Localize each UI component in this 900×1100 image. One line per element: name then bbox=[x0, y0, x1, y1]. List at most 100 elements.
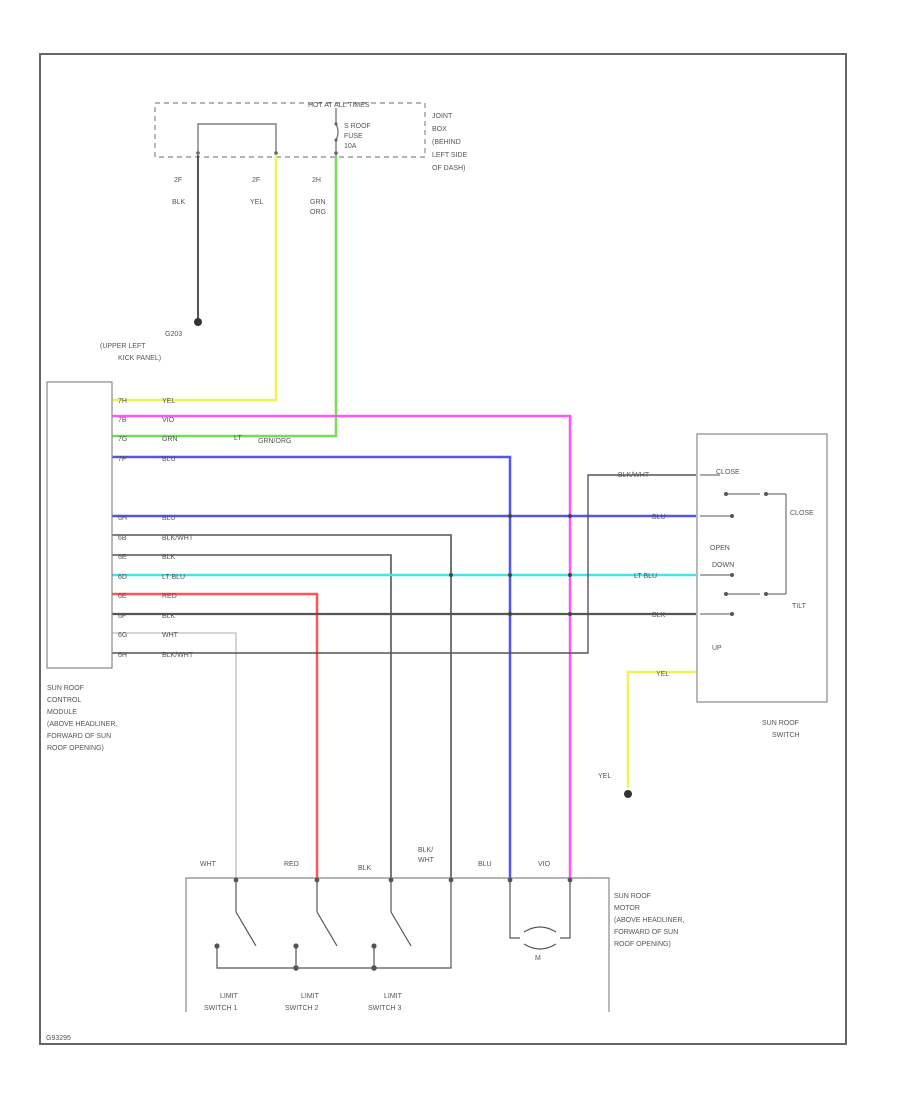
top-wire-left-color: BLK bbox=[172, 199, 186, 206]
module-pin-10-color: WHT bbox=[162, 632, 179, 639]
switch-label-2: SWITCH bbox=[772, 732, 800, 739]
module-pin-10: 6G bbox=[118, 632, 127, 639]
grn-splice-color: GRN/ORG bbox=[258, 438, 291, 445]
module-pin-5-color: BLK/WHT bbox=[162, 535, 194, 542]
limit-switch-2-line1: LIMIT bbox=[301, 993, 320, 1000]
ground-g203-icon bbox=[194, 318, 202, 326]
fuse-box-header: HOT AT ALL TIMES bbox=[308, 102, 370, 109]
limit-switch-1-line1: LIMIT bbox=[220, 993, 239, 1000]
ground-yel-icon bbox=[624, 790, 632, 798]
svg-text:MODULE: MODULE bbox=[47, 709, 77, 716]
module-pin-1: 7B bbox=[118, 417, 127, 424]
motor-label-5: ROOF OPENING) bbox=[614, 941, 671, 948]
wire-blk-limit3 bbox=[112, 554, 392, 878]
module-pin-5: 6B bbox=[118, 535, 127, 542]
fuse-pin-left: 2F bbox=[174, 177, 182, 184]
svg-text:CONTROL: CONTROL bbox=[47, 697, 81, 704]
svg-text:SUN ROOF: SUN ROOF bbox=[47, 685, 84, 692]
motor-wire-blu: BLU bbox=[478, 861, 492, 868]
motor-assembly: WHT RED BLK BLK/ WHT BLU VIO M LIMIT SWI… bbox=[185, 847, 684, 1012]
switch-wire-blu: BLU bbox=[652, 514, 666, 521]
fuse-desc-4: LEFT SIDE bbox=[432, 152, 468, 159]
top-wire-right-color-1: GRN bbox=[310, 199, 326, 206]
switch-wire-yel: YEL bbox=[656, 671, 669, 678]
sun-roof-switch: BLK/WHT BLU LT BLU BLK YEL CLOSE OPEN DO… bbox=[618, 433, 828, 739]
ground-g203-loc-1: (UPPER LEFT bbox=[100, 343, 146, 350]
motor-label-3: (ABOVE HEADLINER, bbox=[614, 917, 684, 924]
ground-g203-loc-2: KICK PANEL) bbox=[118, 355, 161, 362]
module-pin-2: 7G bbox=[118, 436, 127, 443]
wire-blkwht-switch bbox=[112, 474, 696, 654]
fuse-label: FUSE bbox=[344, 133, 363, 140]
module-pin-9: 6F bbox=[118, 613, 126, 620]
motor-wire-blkwht-2: WHT bbox=[418, 857, 435, 864]
limit-switch-2-line2: SWITCH 2 bbox=[285, 1005, 319, 1012]
switch-pos-close-right: CLOSE bbox=[790, 510, 814, 517]
switch-pos-up: UP bbox=[712, 645, 722, 652]
module-pin-4: 6H bbox=[118, 515, 127, 522]
limit-switch-1-line2: SWITCH 1 bbox=[204, 1005, 238, 1012]
motor-wire-blk: BLK bbox=[358, 865, 372, 872]
fuse-name: S ROOF bbox=[344, 123, 371, 130]
module-pin-6-color: BLK bbox=[162, 554, 176, 561]
switch-wire-blk: BLK bbox=[652, 612, 666, 619]
motor-label-1: SUN ROOF bbox=[614, 893, 651, 900]
module-pin-3-color: BLU bbox=[162, 456, 176, 463]
motor-symbol: M bbox=[535, 955, 541, 962]
wire-wht-limit1 bbox=[112, 632, 237, 878]
switch-pos-open: OPEN bbox=[710, 545, 730, 552]
fuse-box: HOT AT ALL TIMES S ROOF FUSE 10A JOINT B… bbox=[154, 102, 468, 172]
switch-wire-ltblu: LT BLU bbox=[634, 573, 657, 580]
motor-wire-blkwht-1: BLK/ bbox=[418, 847, 433, 854]
svg-text:ROOF OPENING): ROOF OPENING) bbox=[47, 745, 104, 752]
ground-g203-id: G203 bbox=[165, 331, 182, 338]
fuse-pin-right: 2H bbox=[312, 177, 321, 184]
figure-id: G93295 bbox=[46, 1035, 71, 1042]
outer-frame bbox=[39, 53, 847, 1045]
junction-dots bbox=[449, 514, 572, 616]
module-pin-1-color: VIO bbox=[162, 417, 175, 424]
fuse-desc-5: OF DASH) bbox=[432, 165, 465, 172]
switch-pos-close: CLOSE bbox=[716, 469, 740, 476]
wire-blu-motor bbox=[112, 455, 512, 878]
wire-vio bbox=[112, 414, 572, 878]
top-wire-right-color-2: ORG bbox=[310, 209, 326, 216]
fuse-pin-mid: 2F bbox=[252, 177, 260, 184]
module-pin-8-color: RED bbox=[162, 593, 177, 600]
module-pin-6: 6E bbox=[118, 554, 127, 561]
wire-blkwht-limit bbox=[112, 534, 452, 878]
switch-pos-tilt: TILT bbox=[792, 603, 807, 610]
wire-yel-switch-ground bbox=[626, 670, 696, 788]
wire-red-limit2 bbox=[112, 592, 319, 878]
switch-label-1: SUN ROOF bbox=[762, 720, 799, 727]
wire-grn bbox=[112, 155, 338, 438]
svg-text:FORWARD OF SUN: FORWARD OF SUN bbox=[47, 733, 111, 740]
grn-splice-label: LT bbox=[234, 435, 242, 442]
motor-wire-red: RED bbox=[284, 861, 299, 868]
wire-yel bbox=[112, 155, 278, 402]
fuse-desc-1: JOINT bbox=[432, 113, 453, 120]
motor-label-4: FORWARD OF SUN bbox=[614, 929, 678, 936]
control-module-box bbox=[46, 381, 113, 669]
fuse-desc-3: (BEHIND bbox=[432, 139, 461, 146]
top-wire-mid-color: YEL bbox=[250, 199, 263, 206]
motor-label-2: MOTOR bbox=[614, 905, 640, 912]
module-pin-4-color: BLU bbox=[162, 515, 176, 522]
motor-wire-wht: WHT bbox=[200, 861, 217, 868]
module-pin-0: 7H bbox=[118, 398, 127, 405]
fuse-amp: 10A bbox=[344, 143, 357, 150]
switch-wire-top: BLK/WHT bbox=[618, 472, 650, 479]
svg-text:(ABOVE HEADLINER,: (ABOVE HEADLINER, bbox=[47, 721, 117, 728]
limit-switch-3-line2: SWITCH 3 bbox=[368, 1005, 402, 1012]
control-module-label: SUN ROOF CONTROL MODULE (ABOVE HEADLINER… bbox=[47, 685, 117, 752]
module-pin-3: 7F bbox=[118, 456, 126, 463]
module-pin-list: 7H YEL 7B VIO 7G GRN 7F BLU 6H BLU 6B BL… bbox=[118, 398, 194, 659]
motor-wire-vio: VIO bbox=[538, 861, 551, 868]
module-pin-11-color: BLK/WHT bbox=[162, 652, 194, 659]
limit-switch-3-line1: LIMIT bbox=[384, 993, 403, 1000]
switch-pos-down: DOWN bbox=[712, 562, 734, 569]
module-pin-7: 6D bbox=[118, 574, 127, 581]
module-pin-0-color: YEL bbox=[162, 398, 175, 405]
fuse-desc-2: BOX bbox=[432, 126, 447, 133]
